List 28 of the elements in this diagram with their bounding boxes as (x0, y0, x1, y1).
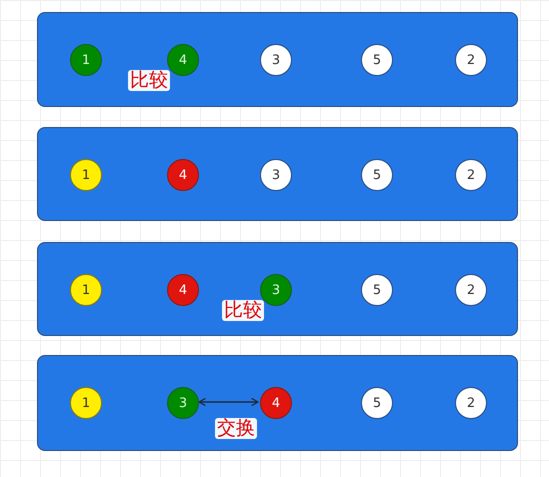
number-circle: 5 (361, 274, 393, 306)
array-band (37, 127, 518, 221)
swap-arrow (198, 398, 259, 406)
number-circle: 5 (361, 387, 393, 419)
number-circle: 1 (70, 274, 102, 306)
step-label: 比较 (222, 300, 264, 321)
number-circle: 1 (70, 159, 102, 191)
step-label: 比较 (128, 70, 170, 91)
number-circle: 3 (167, 387, 199, 419)
number-circle: 1 (70, 44, 102, 76)
step-label: 交换 (215, 418, 257, 439)
number-circle: 4 (167, 159, 199, 191)
array-band (37, 242, 518, 336)
number-circle: 1 (70, 387, 102, 419)
number-circle: 5 (361, 44, 393, 76)
number-circle: 2 (455, 274, 487, 306)
number-circle: 2 (455, 387, 487, 419)
number-circle: 2 (455, 159, 487, 191)
number-circle: 3 (260, 44, 292, 76)
number-circle: 4 (260, 387, 292, 419)
number-circle: 5 (361, 159, 393, 191)
array-band (37, 12, 518, 107)
number-circle: 4 (167, 274, 199, 306)
number-circle: 4 (167, 44, 199, 76)
number-circle: 3 (260, 274, 292, 306)
number-circle: 3 (260, 159, 292, 191)
number-circle: 2 (455, 44, 487, 76)
array-band (37, 355, 518, 451)
